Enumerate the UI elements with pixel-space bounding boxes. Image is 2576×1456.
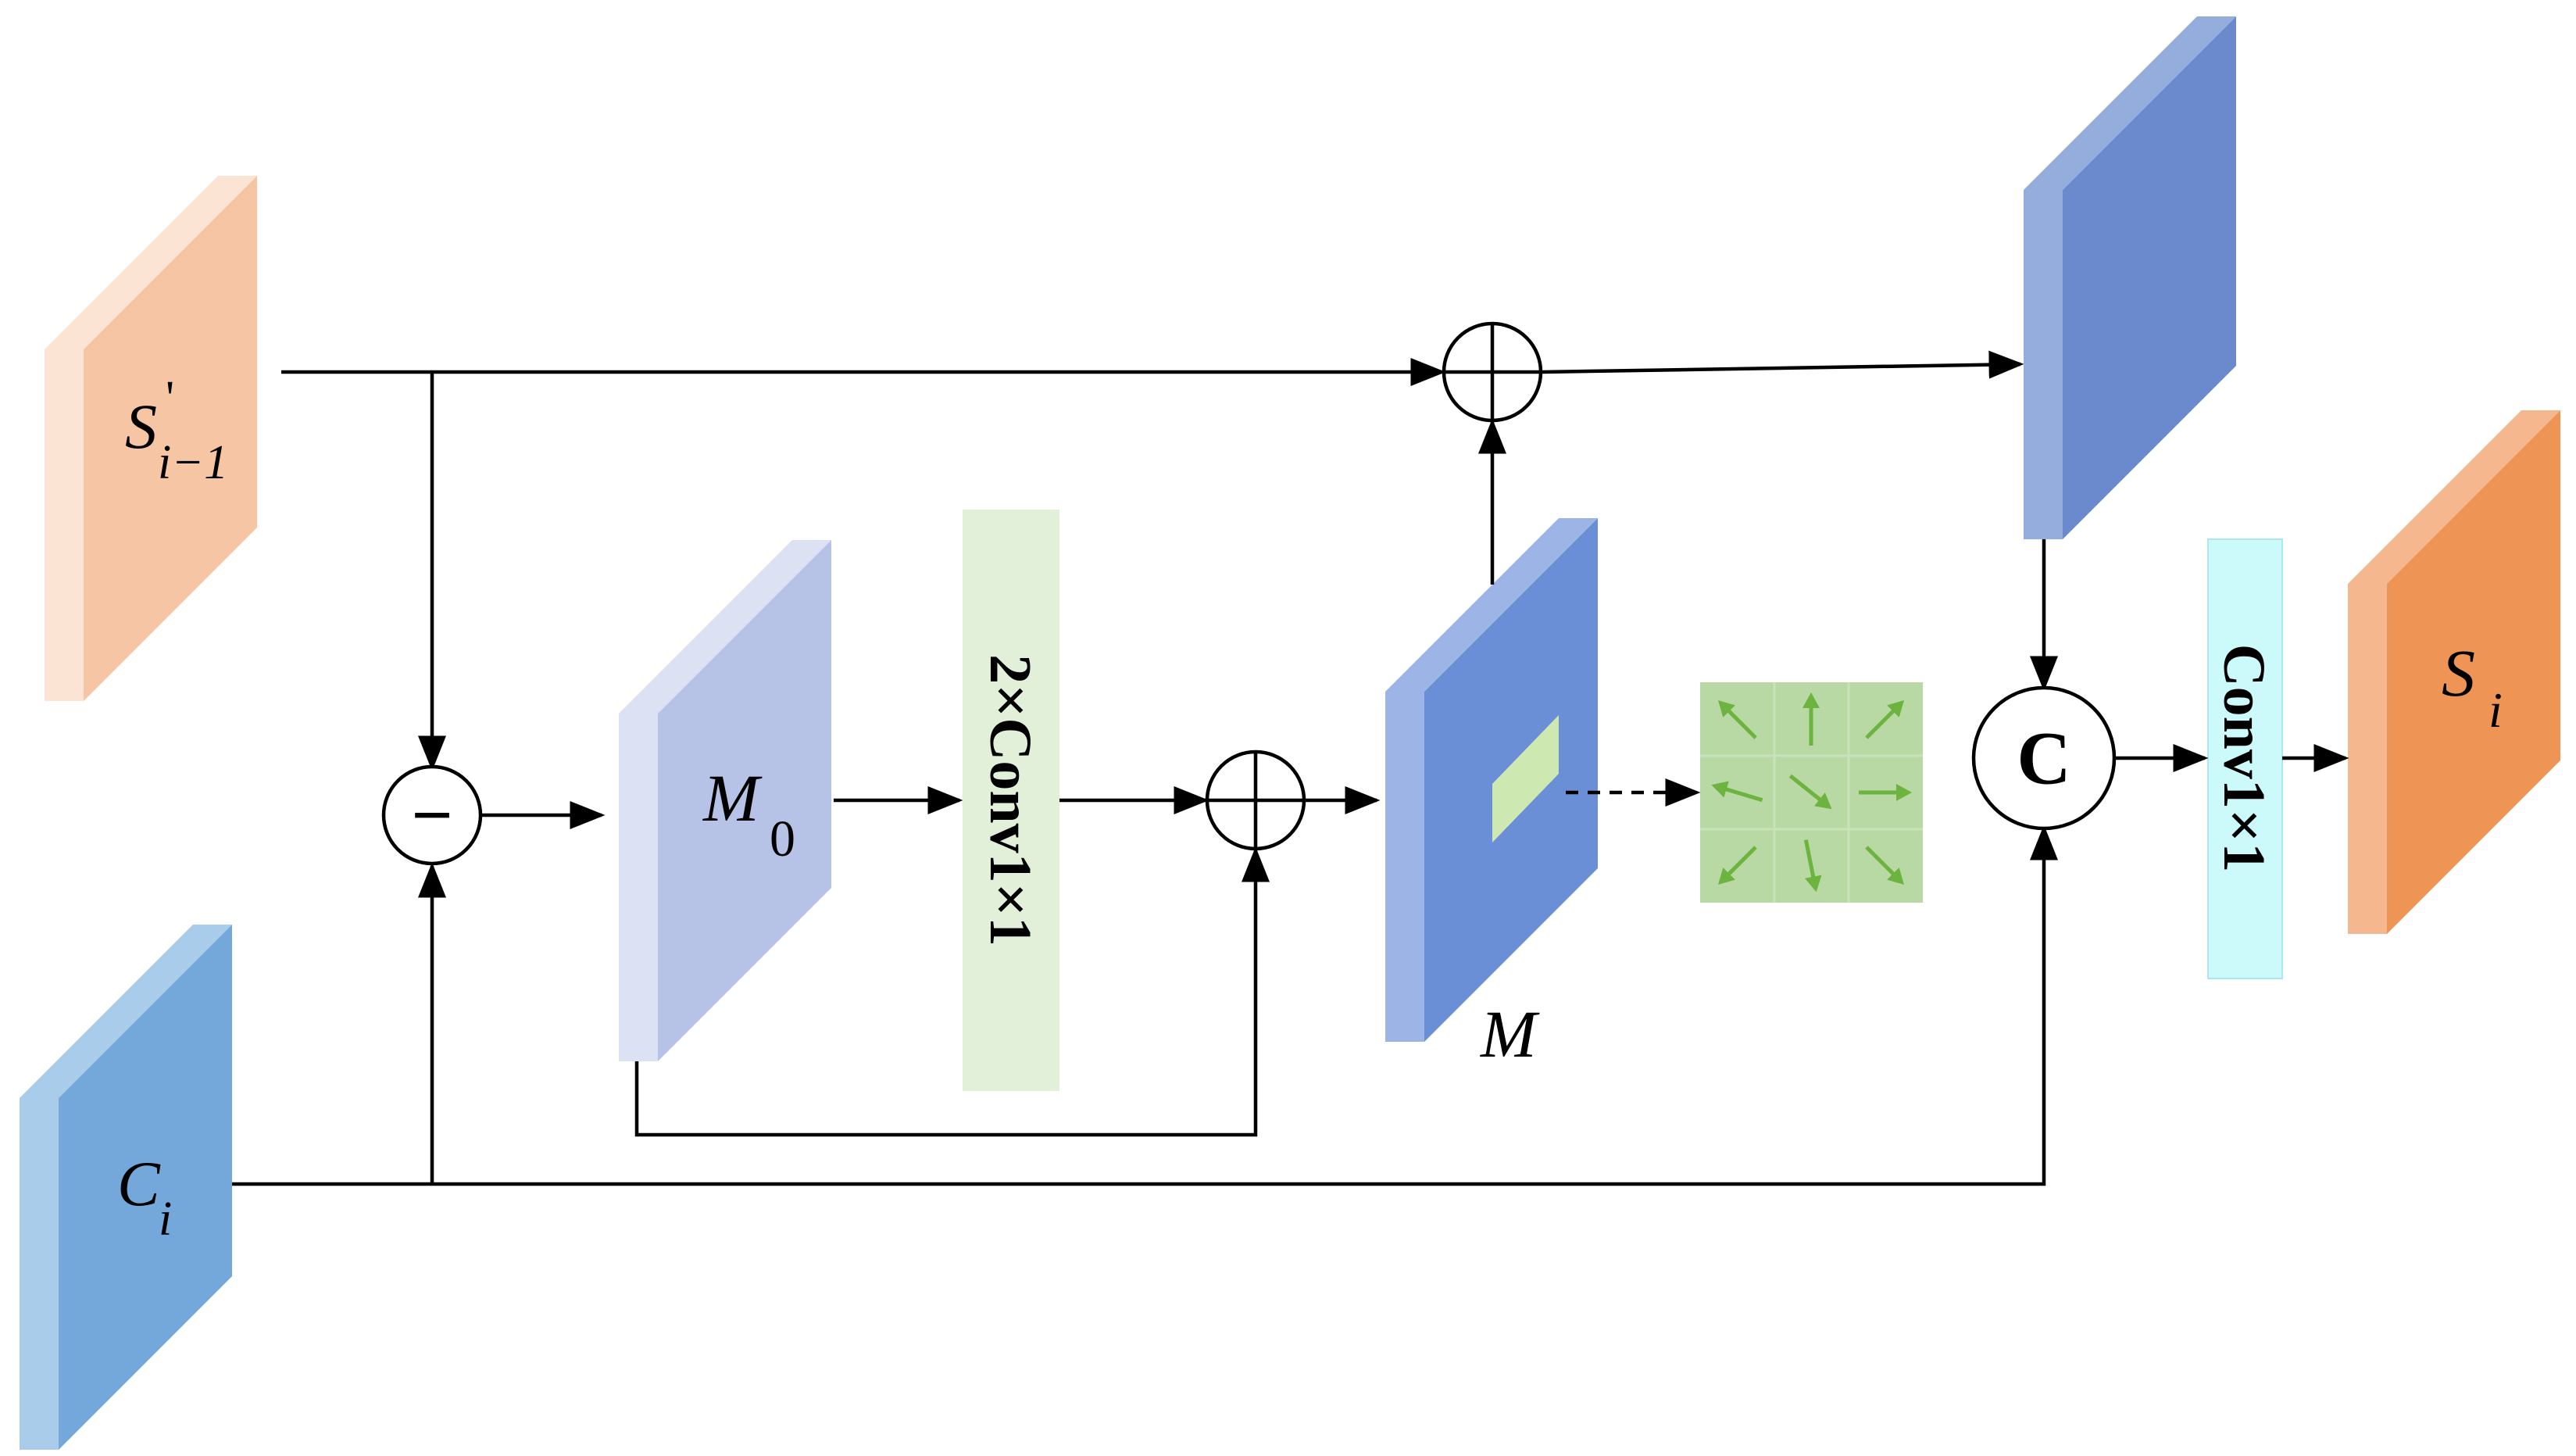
conv-block-double-box bbox=[963, 510, 1059, 1091]
s-out-label-base: S bbox=[2442, 635, 2475, 710]
feature-map-m0: M 0 bbox=[619, 540, 831, 1061]
offset-arrow-shaft bbox=[1720, 785, 1763, 803]
circle-c-icon bbox=[1971, 685, 2117, 831]
conv-block-double: 2×Conv1×1 bbox=[963, 510, 1059, 1091]
conv-block-single-label: Conv1×1 bbox=[2211, 644, 2277, 872]
feature-map-fused bbox=[2024, 16, 2236, 539]
feature-map-c-front bbox=[59, 925, 232, 1450]
feature-map-c-top bbox=[20, 925, 232, 1098]
add-operator-middle bbox=[1205, 749, 1306, 851]
feature-map-s-prev-top bbox=[45, 176, 257, 349]
conv-block-double-label: 2×Conv1×1 bbox=[977, 654, 1043, 946]
concat-symbol: C bbox=[2017, 717, 2070, 800]
feature-map-m-top bbox=[1385, 518, 1598, 692]
feature-map-s-prev-front bbox=[84, 176, 257, 701]
m0-label-sub: 0 bbox=[770, 810, 795, 868]
offset-arrow-icon bbox=[1711, 781, 1729, 798]
svg-text:': ' bbox=[166, 372, 174, 425]
feature-map-s-out: S i bbox=[2348, 410, 2560, 934]
feature-map-m: M bbox=[1385, 518, 1598, 1071]
feature-map-c: C i bbox=[20, 925, 232, 1450]
offset-arrows bbox=[1711, 692, 1912, 893]
offset-arrow-icon bbox=[1802, 692, 1820, 708]
offset-arrow-shaft bbox=[1723, 846, 1757, 880]
circle-minus-icon bbox=[381, 764, 483, 866]
svg-text:i: i bbox=[159, 1193, 172, 1246]
svg-text:S: S bbox=[125, 391, 157, 462]
s-prev-label-prime: ' bbox=[166, 372, 174, 425]
feature-map-m-side bbox=[1385, 692, 1424, 1042]
offset-arrow-shaft bbox=[1865, 705, 1899, 739]
offset-arrow-icon bbox=[1887, 868, 1905, 885]
conv-block-single: Conv1×1 bbox=[2207, 538, 2283, 979]
feature-map-s-out-front bbox=[2387, 410, 2560, 934]
feature-map-s-out-top bbox=[2348, 410, 2560, 584]
m-label: M bbox=[1479, 996, 1540, 1071]
svg-text:C: C bbox=[117, 1148, 161, 1219]
edge-m0-residual-to-add-mid bbox=[634, 846, 1270, 1137]
s-out-label-sub: i bbox=[2488, 682, 2503, 738]
feature-map-fused-front bbox=[2063, 16, 2236, 539]
subtract-symbol: − bbox=[412, 776, 453, 854]
s-prev-label-base: S bbox=[125, 391, 157, 462]
offset-arrow-shaft bbox=[1788, 774, 1826, 805]
connections bbox=[232, 350, 2349, 1186]
feature-map-s-prev: S ' i−1 bbox=[45, 176, 257, 701]
offset-field bbox=[1700, 682, 1923, 903]
sampling-patch bbox=[1492, 715, 1559, 842]
offset-arrow-icon bbox=[1896, 784, 1912, 801]
offset-arrow-shaft bbox=[1803, 839, 1817, 884]
feature-map-s-prev-side bbox=[45, 349, 84, 701]
feature-map-fused-top bbox=[2024, 16, 2236, 190]
feature-map-m0-side bbox=[619, 714, 658, 1061]
offset-arrow-icon bbox=[1717, 868, 1735, 885]
svg-text:M: M bbox=[702, 760, 763, 835]
svg-text:i−1: i−1 bbox=[158, 436, 228, 489]
feature-map-s-out-side bbox=[2348, 584, 2387, 934]
offset-arrow-shaft bbox=[1723, 705, 1757, 739]
feature-map-fused-side bbox=[2024, 190, 2063, 539]
s-prev-label-sub: i−1 bbox=[158, 436, 228, 489]
offset-arrow-icon bbox=[1887, 699, 1905, 717]
feature-map-m0-front bbox=[658, 540, 831, 1061]
c-label-base: C bbox=[117, 1148, 161, 1219]
subtract-operator: − bbox=[381, 764, 483, 866]
svg-text:S: S bbox=[2442, 635, 2475, 710]
offset-arrow-icon bbox=[1814, 792, 1832, 810]
edge-add-top-to-fused bbox=[1542, 350, 2024, 379]
feature-map-c-side bbox=[20, 1098, 59, 1450]
svg-text:i: i bbox=[2488, 682, 2503, 738]
svg-text:M: M bbox=[1479, 996, 1540, 1071]
edge-c-to-concat bbox=[232, 825, 2058, 1186]
add-operator-top bbox=[1442, 321, 1543, 423]
m0-label-base: M bbox=[702, 760, 763, 835]
c-label-sub: i bbox=[159, 1193, 172, 1246]
offset-arrow-icon bbox=[1717, 699, 1735, 717]
feature-map-m0-top bbox=[619, 540, 831, 714]
offset-arrow-shaft bbox=[1865, 846, 1899, 880]
concat-operator: C bbox=[1971, 685, 2117, 831]
svg-text:0: 0 bbox=[770, 810, 795, 868]
offset-arrow-icon bbox=[1804, 875, 1822, 893]
